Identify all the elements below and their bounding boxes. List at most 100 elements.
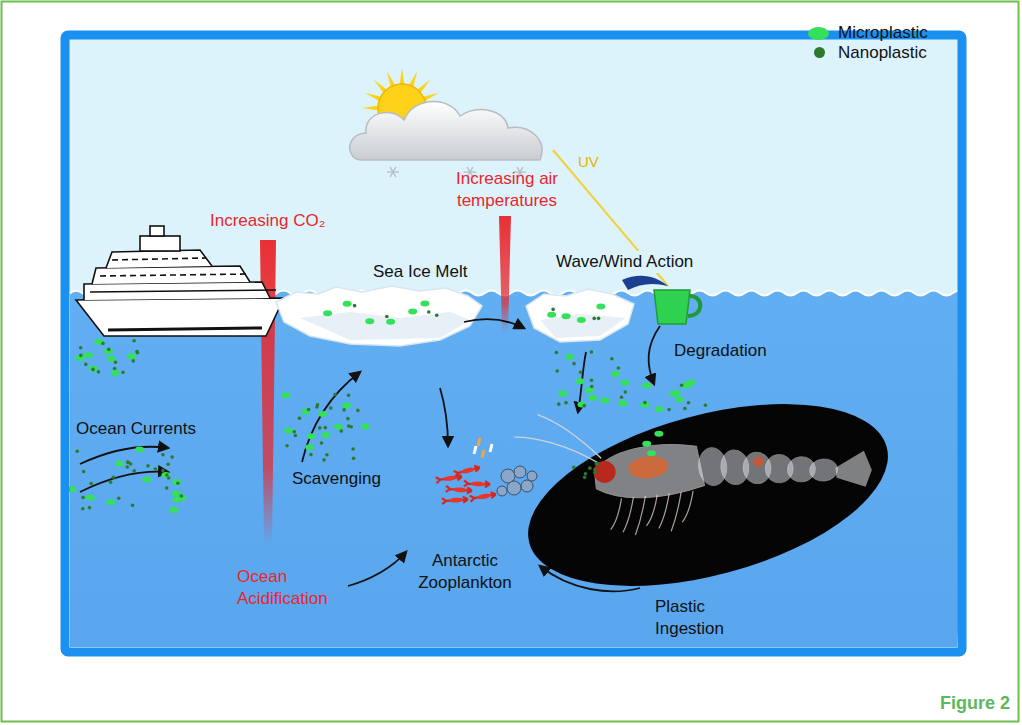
plastic-particle: [592, 317, 596, 321]
plastic-particle: [301, 408, 310, 414]
plastic-particle: [547, 312, 556, 318]
ship-icon: [76, 298, 284, 336]
legend-text: Microplastic: [838, 22, 928, 44]
plastic-particle: [69, 300, 707, 512]
zooplankton-icon: [470, 491, 497, 501]
flow-arrow: [464, 319, 524, 328]
plastic-particle: [385, 315, 389, 319]
krill-photo: [631, 496, 649, 535]
plastic-particle: [69, 486, 77, 492]
plastic-particle: [126, 460, 130, 464]
krill-photo: [679, 491, 696, 522]
plastic-particle: [342, 408, 346, 412]
plastic-particle: [135, 350, 139, 354]
krill-photo: [512, 380, 876, 546]
zooplankton-icon: [482, 450, 484, 458]
krill-photo: [512, 408, 601, 470]
plastic-container: [688, 296, 700, 316]
zooplankton-icon: [454, 465, 481, 477]
plastic-particle: [127, 353, 136, 359]
ship-icon: [150, 226, 164, 236]
plastic-particle: [585, 387, 594, 393]
plastic-particle: [106, 499, 115, 505]
plastic-particle: [113, 367, 117, 371]
plastic-particle: [565, 354, 574, 360]
plastic-particle: [346, 417, 350, 421]
zooplankton-icon: [446, 486, 472, 494]
plastic-particle: [655, 406, 664, 412]
krill-photo: [619, 497, 636, 532]
plastic-particle: [408, 308, 417, 314]
krill-photo: [655, 493, 672, 528]
plastic-particle: [282, 392, 291, 398]
ship-icon: [108, 328, 262, 330]
ship-icon: [90, 290, 276, 292]
plastic-particle: [558, 391, 567, 397]
sea-ice-floe: [300, 312, 470, 340]
krill-photo: [834, 450, 874, 490]
plastic-particle: [562, 313, 571, 319]
process-label: Degradation: [674, 340, 767, 362]
plastic-particle: [576, 378, 585, 384]
plastic-particle: [84, 363, 88, 367]
plastic-particle: [361, 424, 370, 430]
zooplankton-icon: [464, 480, 490, 487]
krill-photo: [643, 495, 660, 526]
plastic-particle: [170, 455, 174, 459]
plastic-particle: [590, 350, 594, 354]
plastic-particle: [172, 479, 181, 485]
ship-icon: [140, 236, 180, 251]
flow-arrow: [440, 388, 448, 446]
plastic-particle: [564, 401, 568, 405]
plastic-particle: [356, 409, 360, 413]
plastic-particle: [675, 396, 684, 402]
krill-photo: [509, 370, 908, 620]
sea-ice-floe: [276, 286, 482, 346]
plastic-particle: [643, 401, 647, 405]
sea-ice-floe: [276, 286, 482, 346]
flow-arrow: [348, 552, 406, 586]
plastic-particle: [352, 457, 356, 461]
ship-icon: [106, 250, 212, 268]
zooplankton-icon: [471, 481, 485, 486]
process-label: Ocean Currents: [76, 418, 196, 440]
plastic-particle: [624, 390, 628, 394]
plastic-particle: [557, 402, 561, 406]
plastic-particle: [172, 497, 181, 503]
plastic-particle: [161, 453, 165, 457]
plastic-particle: [81, 496, 85, 500]
plastic-particle: [577, 402, 586, 408]
plastic-particle: [596, 303, 605, 309]
plastic-particle: [161, 469, 165, 473]
flow-arrow: [80, 447, 168, 464]
zooplankton-icon: [521, 480, 533, 492]
sea-ice-floe: [526, 289, 634, 342]
plastic-particle: [590, 385, 594, 389]
plastic-particle: [121, 371, 125, 375]
plastic-particle: [307, 433, 316, 439]
plastic-particle: [294, 434, 298, 438]
zooplankton-icon: [474, 446, 476, 454]
plastic-particle: [351, 447, 355, 451]
snowflake-icon: [390, 167, 396, 177]
plastic-particle: [86, 495, 95, 501]
plastic-particle: [572, 362, 576, 366]
plastic-particle: [298, 416, 302, 420]
plastic-particle: [687, 401, 691, 405]
sky: [69, 39, 958, 299]
plastic-particle: [114, 360, 118, 364]
plastic-particle: [683, 407, 687, 411]
plastic-particle: [117, 496, 121, 500]
cloud-icon: [350, 101, 542, 160]
organism-label: Antarctic Zooplankton: [404, 550, 526, 594]
zooplankton-icon: [442, 496, 468, 504]
plastic-particle: [107, 356, 116, 362]
plastic-particle: [321, 432, 330, 438]
plastic-particle: [333, 393, 337, 397]
process-label: Sea Ice Melt: [373, 261, 468, 283]
plastic-particle: [89, 366, 98, 372]
plastic-particle: [334, 424, 343, 430]
plastic-particle: [647, 450, 656, 456]
